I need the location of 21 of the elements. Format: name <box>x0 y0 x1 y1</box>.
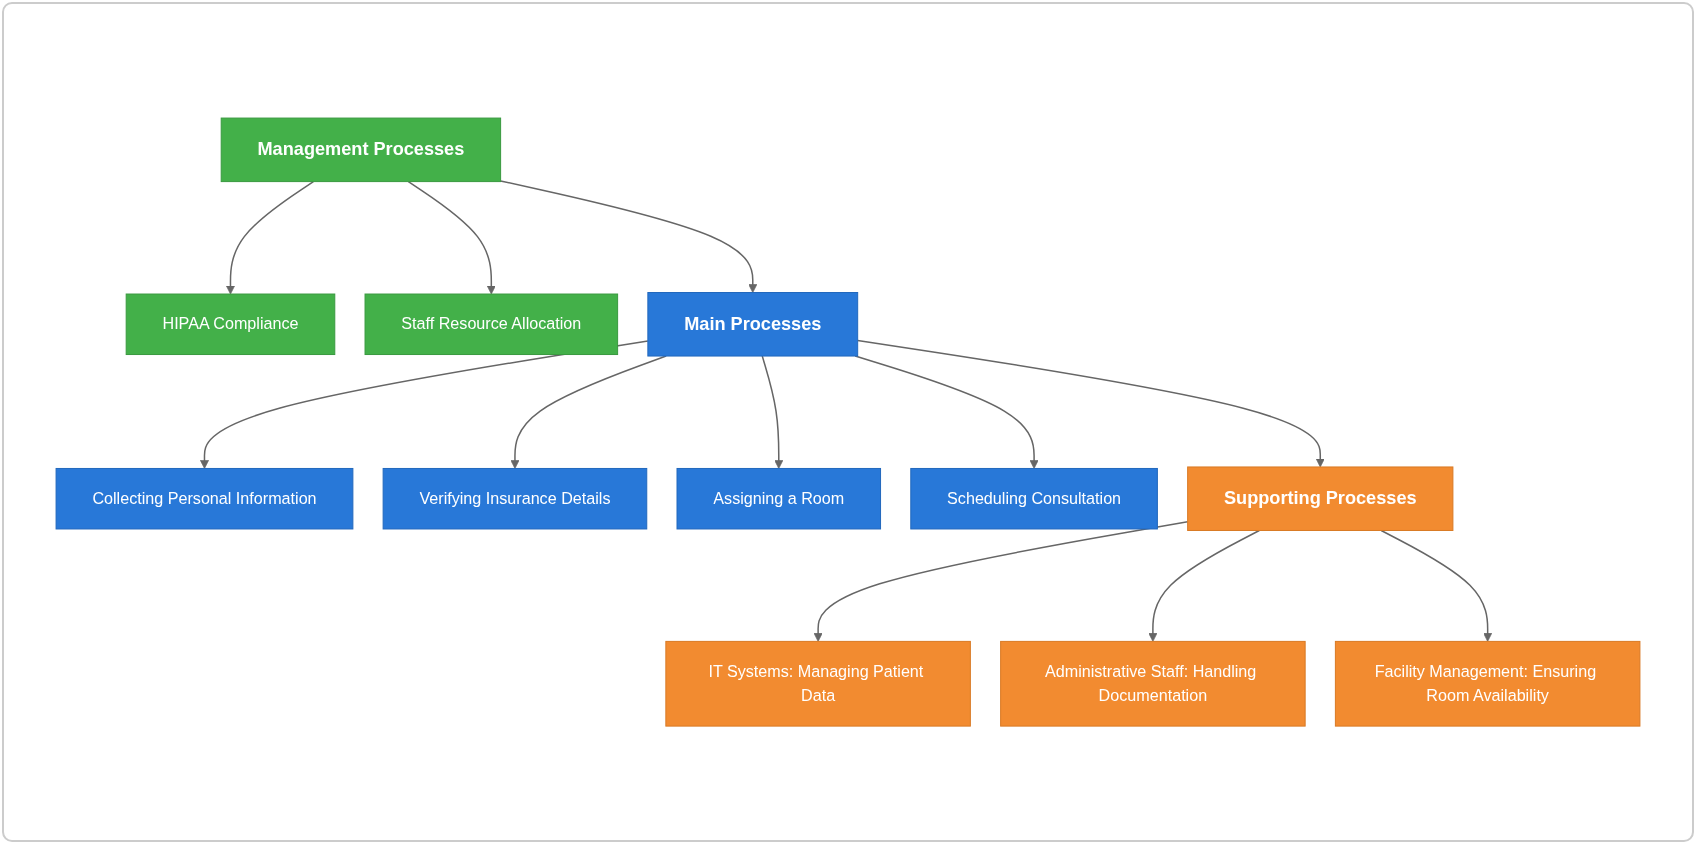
arrow <box>510 355 667 469</box>
arrow <box>856 339 1325 468</box>
arrow <box>1380 529 1493 642</box>
node-box: Verifying Insurance Details <box>382 467 648 530</box>
node-box: Collecting Personal Information <box>55 467 354 530</box>
node-box: Supporting Processes <box>1187 466 1454 531</box>
node-box: Facility Management: Ensuring Room Availability <box>1334 640 1641 727</box>
arrow <box>1148 529 1261 642</box>
node-box: Administrative Staff: Handling Documentation <box>1000 640 1306 727</box>
node-box: Management Processes <box>220 117 502 182</box>
node-box: Staff Resource Allocation <box>364 293 619 355</box>
node-box: IT Systems: Managing Patient Data <box>665 640 971 727</box>
arrow <box>761 355 784 469</box>
node-box: Scheduling Consultation <box>910 467 1158 530</box>
node-box: HIPAA Compliance <box>125 293 336 355</box>
arrow <box>499 180 758 293</box>
arrow <box>226 180 315 295</box>
arrow <box>407 180 496 295</box>
arrow <box>854 355 1039 469</box>
node-box: Main Processes <box>647 291 859 357</box>
node-box: Assigning a Room <box>676 467 882 530</box>
